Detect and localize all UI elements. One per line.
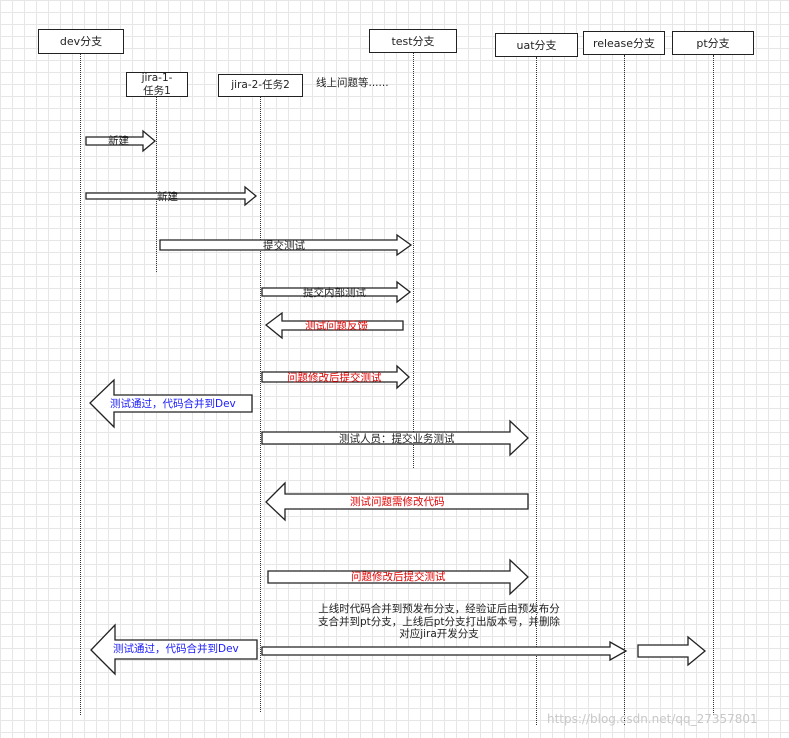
online-issue-label: 线上问题等......	[316, 77, 389, 89]
arrow-test-pass-merge-1	[89, 378, 253, 429]
test-branch-box: test分支	[369, 29, 457, 53]
arrow-submit-test	[159, 233, 413, 257]
arrow-submit-internal-test	[261, 280, 412, 304]
msg-fix-resubmit-1: 问题修改后提交测试	[287, 372, 382, 384]
msg-new-2: 新建	[157, 191, 178, 203]
release-branch-box: release分支	[583, 31, 665, 55]
uat-branch-box: uat分支	[495, 33, 578, 57]
pt-lifeline	[713, 55, 714, 715]
msg-submit-test: 提交测试	[263, 240, 305, 252]
test-lifeline	[413, 53, 414, 468]
arrow-new-2	[85, 185, 258, 207]
jira2-lifeline	[260, 97, 261, 712]
msg-fix-resubmit-2: 问题修改后提交测试	[351, 571, 446, 583]
arrow-test-pass-merge-2	[90, 623, 258, 676]
msg-submit-business-test: 测试人员：提交业务测试	[339, 433, 455, 445]
arrow-fix-resubmit-1	[261, 364, 410, 390]
arrow-submit-business-test	[261, 419, 529, 457]
jira1-task-box: jira-1-任务1	[126, 72, 188, 97]
arrow-to-release	[261, 640, 628, 662]
msg-test-pass-merge-1: 测试通过，代码合并到Dev	[110, 398, 236, 410]
dev-branch-box: dev分支	[38, 29, 124, 54]
release-lifeline	[624, 55, 625, 725]
msg-test-issue-feedback: 测试问题反馈	[305, 320, 368, 332]
pt-branch-box: pt分支	[672, 31, 754, 55]
uat-lifeline	[536, 57, 537, 725]
watermark: https://blog.csdn.net/qq_27357801	[547, 712, 758, 726]
msg-test-pass-merge-2: 测试通过，代码合并到Dev	[113, 643, 239, 655]
msg-issue-need-fix: 测试问题需修改代码	[350, 496, 445, 508]
jira2-task-box: jira-2-任务2	[218, 74, 303, 97]
arrow-test-issue-feedback	[264, 311, 404, 340]
arrow-fix-resubmit-2	[267, 558, 529, 596]
msg-submit-internal-test: 提交内部测试	[303, 287, 366, 299]
dev-lifeline	[80, 53, 81, 715]
arrow-issue-need-fix	[265, 481, 529, 522]
arrow-new-1	[85, 129, 157, 153]
arrow-release-to-pt	[637, 635, 707, 667]
release-note: 上线时代码合并到预发布分支，经验证后由预发布分支合并到pt分支，上线后pt分支打…	[317, 603, 561, 640]
jira1-lifeline	[156, 97, 157, 272]
msg-new-1: 新建	[108, 135, 129, 147]
